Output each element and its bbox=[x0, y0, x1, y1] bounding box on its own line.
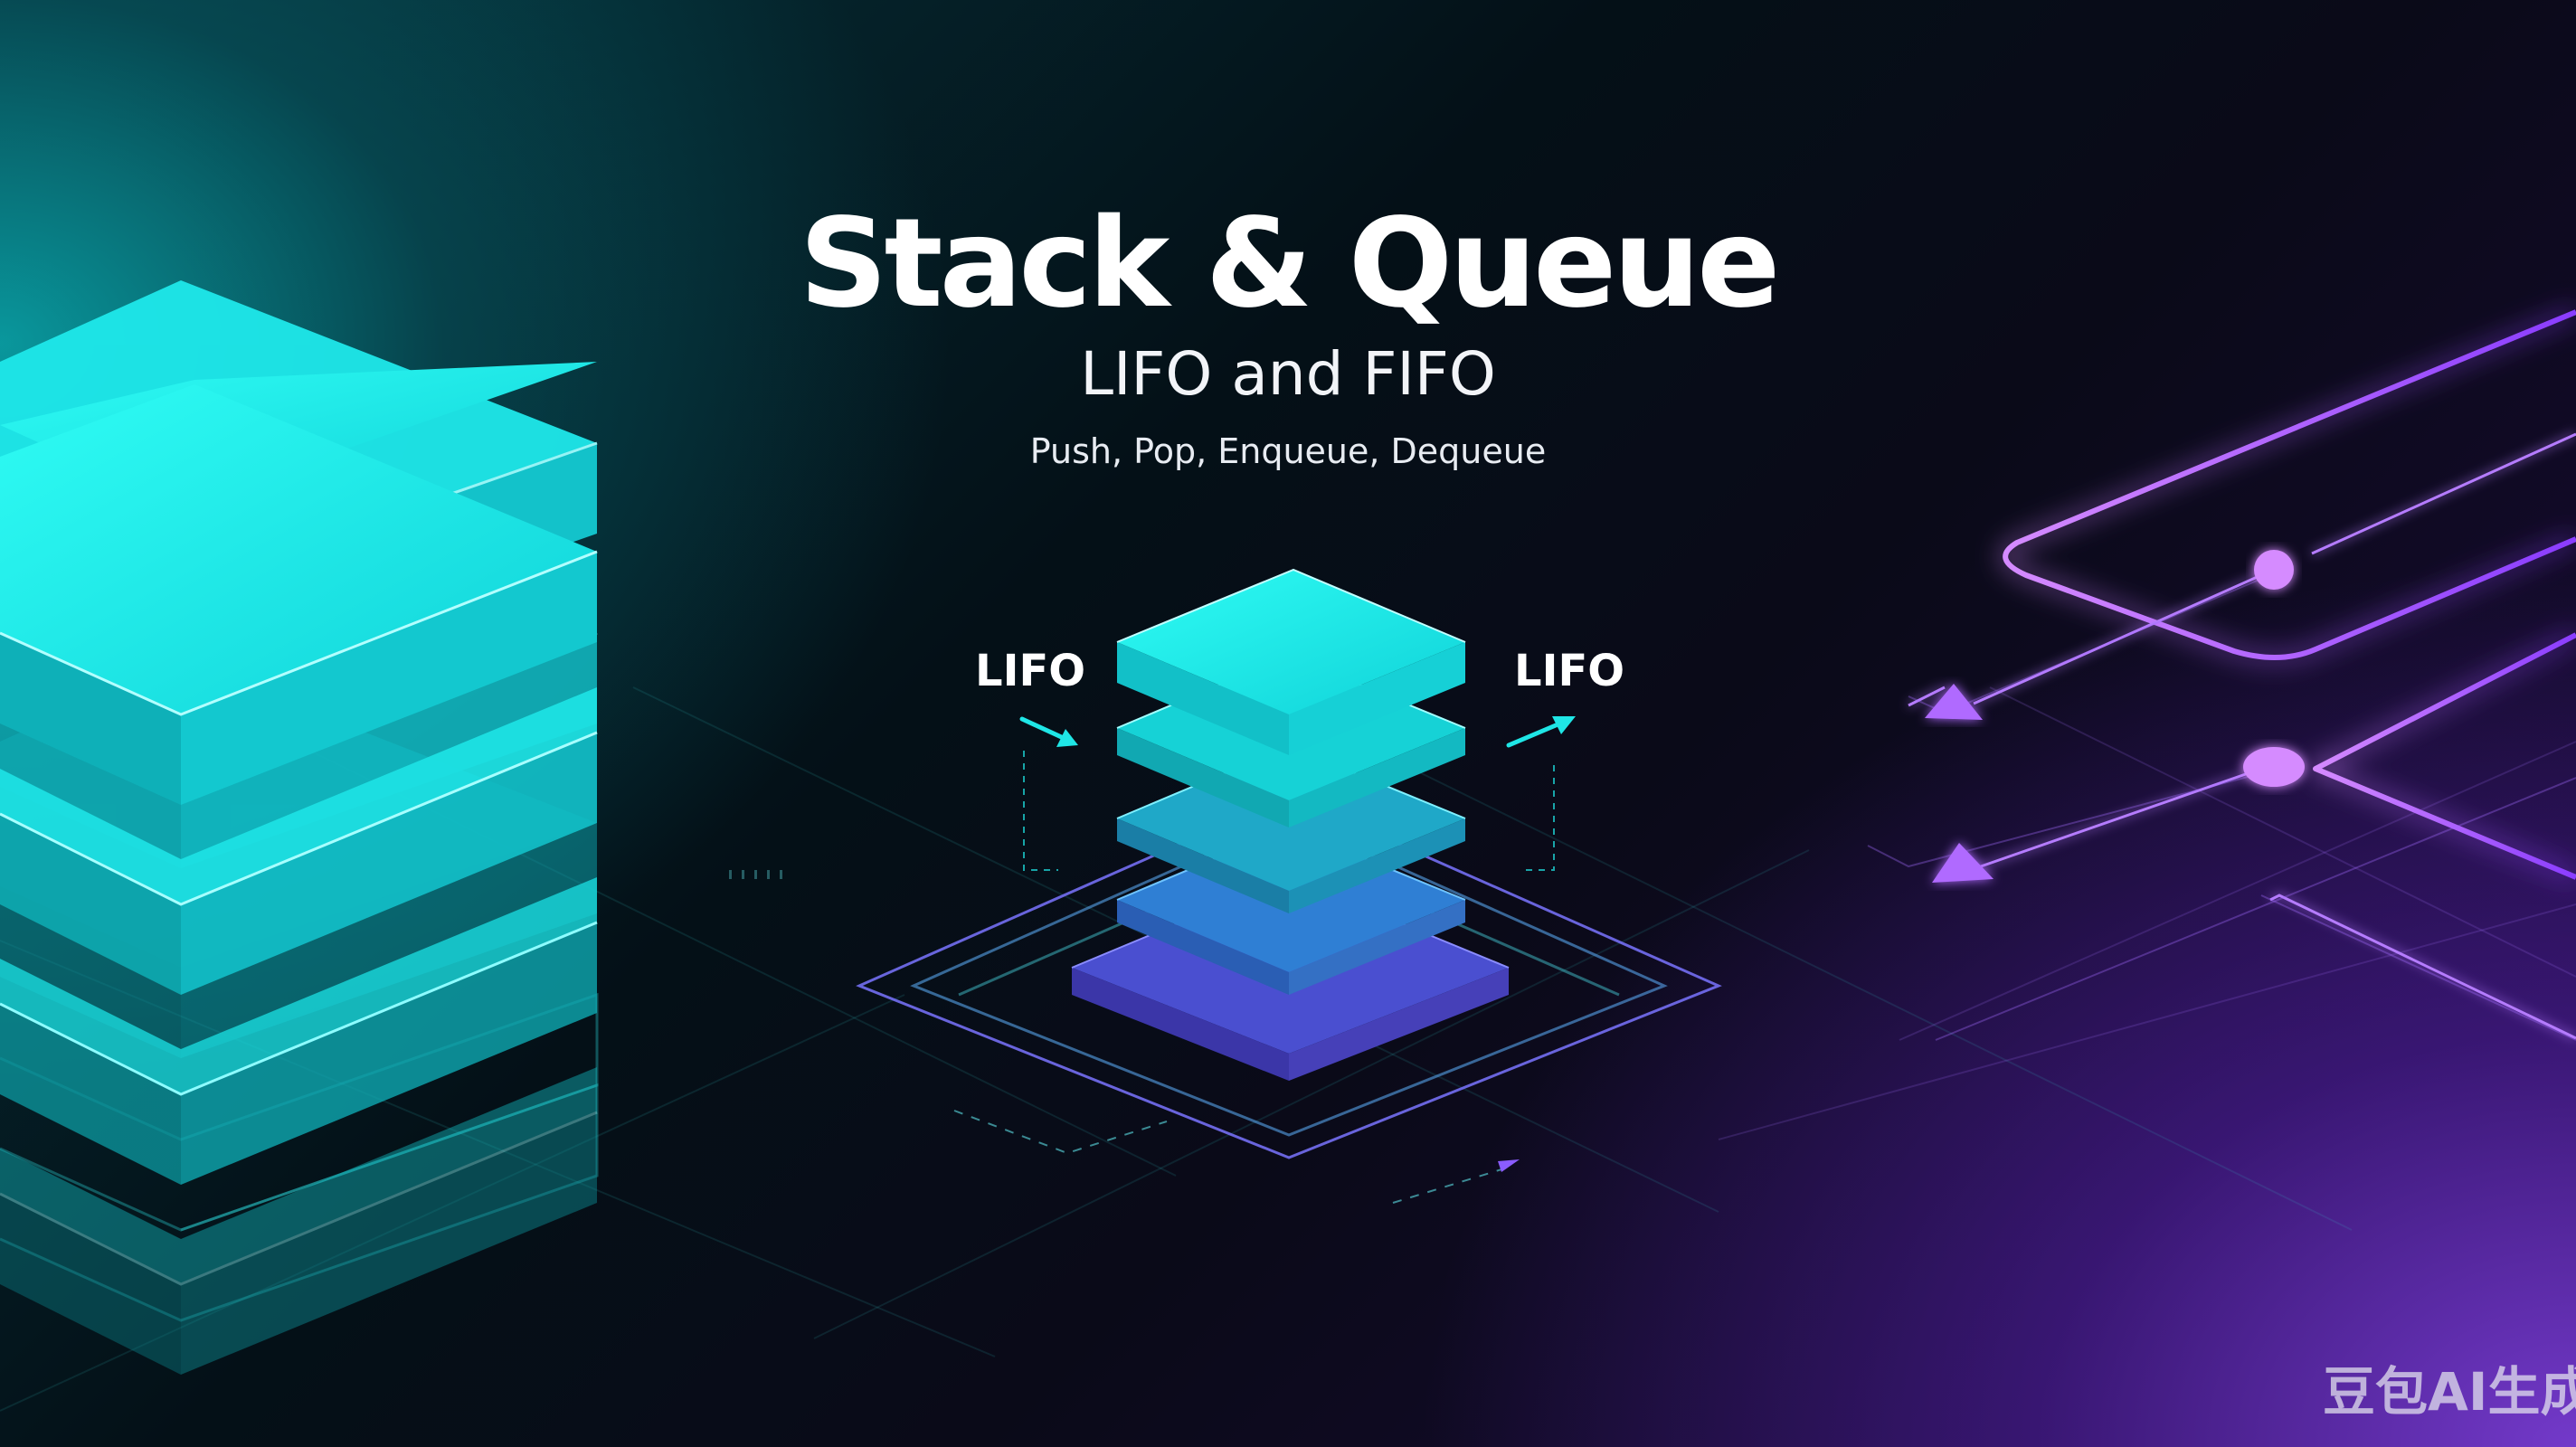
queue-node-top bbox=[2254, 550, 2294, 590]
large-stack-left bbox=[0, 280, 599, 1375]
center-platform-dashes bbox=[953, 1110, 1511, 1204]
small-tick-marks bbox=[729, 870, 782, 879]
push-arrow-head bbox=[1056, 729, 1078, 747]
queue-neon-frame bbox=[2003, 309, 2576, 880]
lifo-label-right: LIFO bbox=[1514, 646, 1625, 696]
page-subtitle: LIFO and FIFO bbox=[1080, 339, 1496, 409]
center-arrow-small bbox=[1498, 1159, 1520, 1172]
dequeue-arrow-head bbox=[1932, 843, 1994, 883]
watermark: 豆包AI生成 bbox=[2323, 1361, 2576, 1423]
queue-faint-lines bbox=[1867, 578, 2576, 1041]
push-guide-dashed bbox=[1023, 751, 1058, 871]
lifo-label-left: LIFO bbox=[975, 646, 1086, 696]
enqueue-arrow-head bbox=[1925, 684, 1983, 720]
operations-caption: Push, Pop, Enqueue, Dequeue bbox=[1029, 431, 1547, 471]
large-stack-slab-4-final bbox=[0, 1067, 598, 1375]
page-title: Stack & Queue bbox=[799, 193, 1781, 336]
pop-arrow bbox=[1506, 723, 1558, 748]
pop-guide-dashed bbox=[1520, 765, 1555, 871]
large-stack-slab-3-final bbox=[0, 877, 598, 1185]
large-stack-top-slab-final bbox=[0, 384, 598, 805]
push-arrow bbox=[1019, 716, 1070, 742]
large-stack-slab-2-final bbox=[0, 687, 598, 995]
center-stack-layer-1 bbox=[1116, 568, 1466, 755]
queue-node-bottom bbox=[2243, 747, 2305, 787]
background-grid-purple bbox=[1718, 686, 2576, 1140]
center-stack bbox=[1071, 568, 1510, 1081]
pop-arrow-head bbox=[1552, 716, 1576, 734]
queue-inner-lines bbox=[1908, 432, 2576, 1040]
